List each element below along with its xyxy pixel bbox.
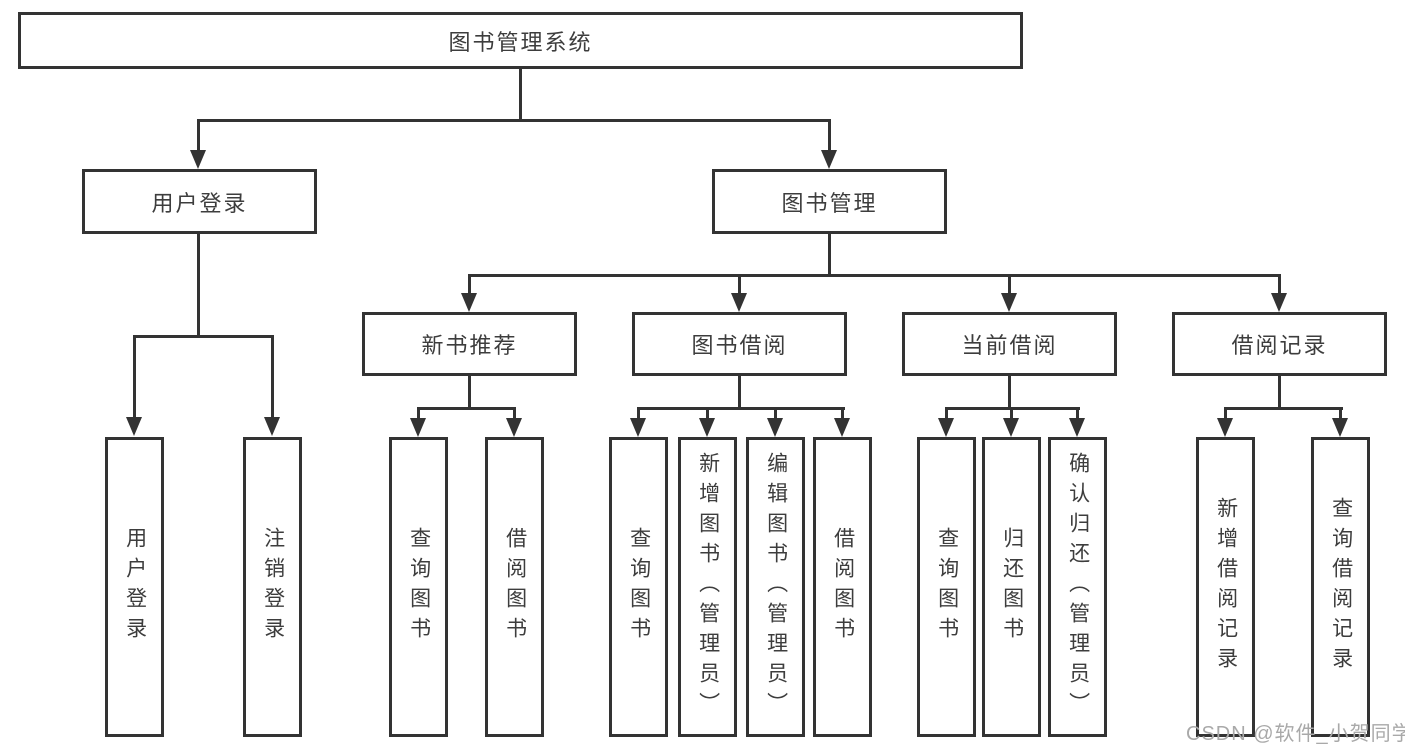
arrow-bb-3: [767, 418, 783, 437]
node-book-borrow-label: 图书借阅: [691, 333, 788, 358]
node-new-book-recommend-label: 新书推荐: [421, 333, 518, 358]
arrow-nbr-2: [506, 418, 522, 437]
leaf-bb-add-books-admin-label: 新增图书（管理员）: [696, 452, 720, 722]
connector-user-login-rail: [133, 335, 274, 338]
arrow-leaf-logout: [264, 417, 280, 436]
connector-br-stem: [1278, 376, 1281, 409]
leaf-bb-query-books-label: 查询图书: [627, 527, 651, 647]
node-user-login-label: 用户登录: [151, 190, 248, 216]
arrow-cb-2: [1003, 418, 1019, 437]
connector-stub-br-1: [1224, 407, 1227, 420]
leaf-cb-query-books-label: 查询图书: [935, 527, 959, 647]
connector-root-stem: [519, 69, 522, 122]
arrow-br: [1271, 293, 1287, 312]
arrow-cb-1: [938, 418, 954, 437]
arrow-bb: [731, 293, 747, 312]
node-borrow-records-label: 借阅记录: [1231, 333, 1328, 358]
leaf-bb-query-books: 查询图书: [609, 437, 668, 737]
connector-stub-leaf-login: [133, 338, 136, 418]
connector-nbr-rail: [417, 407, 516, 410]
leaf-logout: 注销登录: [243, 437, 302, 737]
connector-stub-user-login: [197, 122, 200, 152]
connector-br-rail: [1224, 407, 1343, 410]
arrow-user-login: [190, 150, 206, 169]
arrow-bb-1: [630, 418, 646, 437]
connector-stub-leaf-logout: [271, 338, 274, 418]
connector-stub-bb-3: [774, 407, 777, 420]
leaf-nbr-borrow-books-label: 借阅图书: [503, 527, 527, 647]
connector-stub-bb-4: [841, 407, 844, 420]
connector-bb-stem: [738, 376, 741, 409]
connector-stub-cb-1: [945, 407, 948, 420]
leaf-cb-query-books: 查询图书: [917, 437, 976, 737]
node-current-borrow: 当前借阅: [902, 312, 1117, 376]
node-root: 图书管理系统: [18, 12, 1023, 69]
leaf-user-login: 用户登录: [105, 437, 164, 737]
arrow-leaf-login: [126, 417, 142, 436]
connector-book-mgmt-stem: [828, 234, 831, 276]
arrow-bb-2: [699, 418, 715, 437]
connector-bb-rail: [637, 407, 845, 410]
arrow-bb-4: [834, 418, 850, 437]
leaf-bb-add-books-admin: 新增图书（管理员）: [678, 437, 737, 737]
leaf-br-query-record-label: 查询借阅记录: [1329, 497, 1353, 677]
leaf-cb-confirm-return-admin-label: 确认归还（管理员）: [1066, 452, 1090, 722]
node-book-management-label: 图书管理: [781, 190, 878, 216]
leaf-bb-edit-books-admin: 编辑图书（管理员）: [746, 437, 805, 737]
connector-cb-stem: [1008, 376, 1011, 409]
leaf-br-query-record: 查询借阅记录: [1311, 437, 1370, 737]
connector-stub-nbr-1: [417, 407, 420, 420]
arrow-br-2: [1332, 418, 1348, 437]
connector-stub-bb-1: [637, 407, 640, 420]
connector-stub-bb: [738, 277, 741, 295]
leaf-bb-borrow-books-label: 借阅图书: [831, 527, 855, 647]
arrow-cb-3: [1069, 418, 1085, 437]
connector-stub-br: [1278, 277, 1281, 295]
leaf-br-add-record: 新增借阅记录: [1196, 437, 1255, 737]
connector-l2-rail: [197, 119, 831, 122]
connector-user-login-stem: [197, 234, 200, 337]
node-borrow-records: 借阅记录: [1172, 312, 1387, 376]
connector-stub-book-mgmt: [828, 122, 831, 152]
leaf-bb-borrow-books: 借阅图书: [813, 437, 872, 737]
leaf-nbr-query-books-label: 查询图书: [407, 527, 431, 647]
arrow-br-1: [1217, 418, 1233, 437]
connector-stub-br-2: [1339, 407, 1342, 420]
leaf-bb-edit-books-admin-label: 编辑图书（管理员）: [764, 452, 788, 722]
arrow-cb: [1001, 293, 1017, 312]
arrow-nbr: [461, 293, 477, 312]
node-user-login: 用户登录: [82, 169, 317, 234]
connector-stub-cb: [1008, 277, 1011, 295]
arrow-nbr-1: [410, 418, 426, 437]
node-root-label: 图书管理系统: [448, 29, 593, 55]
leaf-cb-return-books-label: 归还图书: [1000, 527, 1024, 647]
node-new-book-recommend: 新书推荐: [362, 312, 577, 376]
leaf-nbr-query-books: 查询图书: [389, 437, 448, 737]
node-book-borrow: 图书借阅: [632, 312, 847, 376]
connector-stub-nbr-2: [513, 407, 516, 420]
connector-stub-cb-2: [1010, 407, 1013, 420]
connector-stub-cb-3: [1076, 407, 1079, 420]
leaf-user-login-label: 用户登录: [123, 527, 147, 647]
leaf-cb-confirm-return-admin: 确认归还（管理员）: [1048, 437, 1107, 737]
leaf-logout-label: 注销登录: [261, 527, 285, 647]
connector-stub-nbr: [468, 277, 471, 295]
watermark: CSDN @软件_小贺同学: [1186, 723, 1405, 745]
connector-nbr-stem: [468, 376, 471, 409]
arrow-book-mgmt: [821, 150, 837, 169]
connector-stub-bb-2: [706, 407, 709, 420]
leaf-cb-return-books: 归还图书: [982, 437, 1041, 737]
connector-l3-rail: [468, 274, 1281, 277]
leaf-nbr-borrow-books: 借阅图书: [485, 437, 544, 737]
node-current-borrow-label: 当前借阅: [961, 333, 1058, 358]
leaf-br-add-record-label: 新增借阅记录: [1214, 497, 1238, 677]
node-book-management: 图书管理: [712, 169, 947, 234]
